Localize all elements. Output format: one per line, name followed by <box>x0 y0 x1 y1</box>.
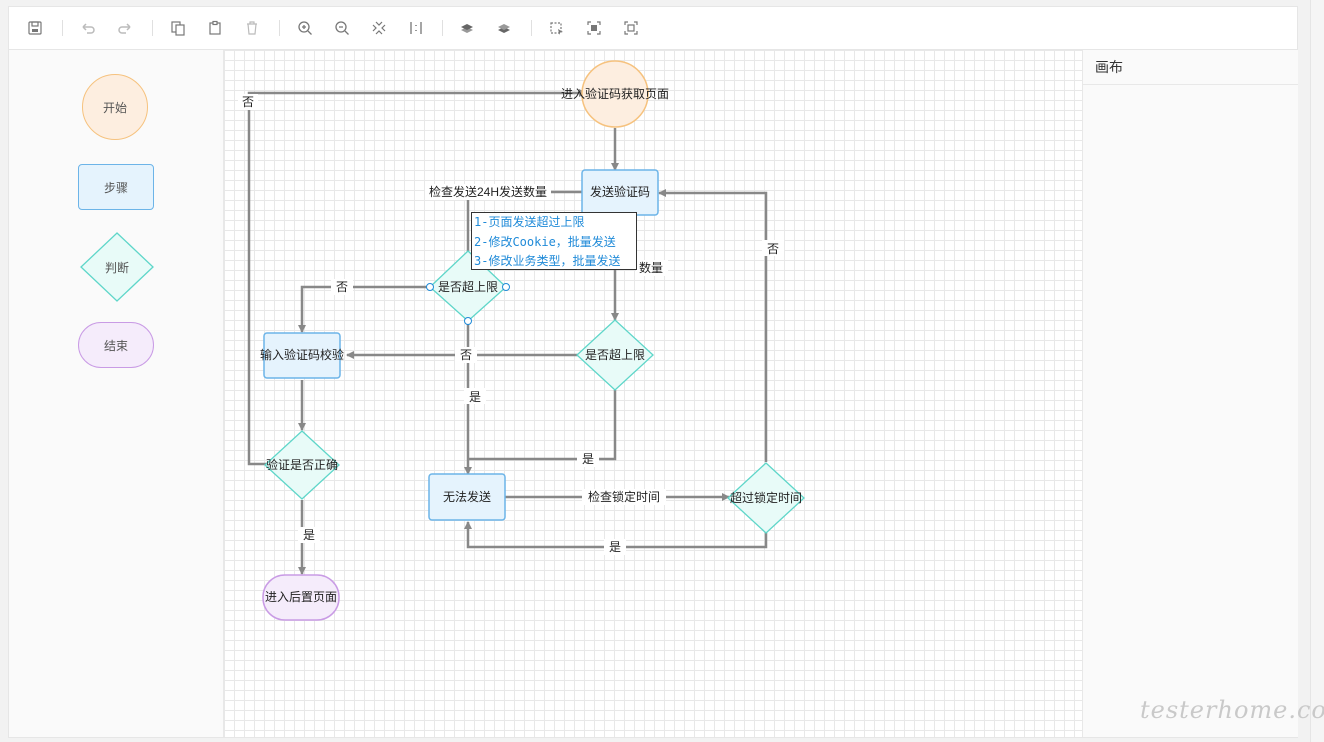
redo-icon[interactable] <box>115 18 135 38</box>
label-check-count-partial: 数量 <box>639 260 663 275</box>
node-verify-correct-label: 验证是否正确 <box>266 457 338 472</box>
node-over-limit-right[interactable]: 是否超上限 <box>576 319 654 391</box>
label-yes-bottom: 是 <box>609 540 621 554</box>
palette-start-label: 开始 <box>102 100 127 115</box>
palette-step-label: 步骤 <box>103 180 128 195</box>
fit-icon[interactable] <box>369 18 389 38</box>
node-verify-correct[interactable]: 验证是否正确 <box>264 430 340 500</box>
send-back-icon[interactable] <box>494 18 514 38</box>
save-icon[interactable] <box>25 18 45 38</box>
palette-start-node[interactable]: 开始 <box>82 74 148 140</box>
bring-front-icon[interactable] <box>457 18 477 38</box>
zoom-in-icon[interactable] <box>295 18 315 38</box>
undo-icon[interactable] <box>78 18 98 38</box>
label-no-left: 否 <box>336 280 348 294</box>
node-over-limit-left-label: 是否超上限 <box>438 279 498 294</box>
node-tooltip: 1-页面发送超过上限 2-修改Cookie，批量发送 3-修改业务类型，批量发送 <box>471 212 637 270</box>
node-past-lock[interactable]: 超过锁定时间 <box>727 462 805 534</box>
label-yes-right: 是 <box>582 452 594 466</box>
flow-canvas[interactable]: 进入验证码获取页面 发送验证码 是否超上限 是否超上限 输入验证码校验 <box>224 50 1082 737</box>
label-check-lock: 检查锁定时间 <box>588 489 660 504</box>
palette-end-label: 结束 <box>103 338 128 353</box>
multi-select-icon[interactable] <box>547 18 567 38</box>
edge-no-right[interactable] <box>658 189 768 462</box>
node-over-limit-left[interactable]: 是否超上限 <box>426 250 510 325</box>
node-input-verify[interactable]: 输入验证码校验 <box>260 332 344 379</box>
copy-icon[interactable] <box>168 18 188 38</box>
zoom-out-icon[interactable] <box>332 18 352 38</box>
label-yes-middle: 是 <box>469 390 481 404</box>
node-input-verify-label: 输入验证码校验 <box>260 347 344 362</box>
delete-icon[interactable] <box>242 18 262 38</box>
node-send-code-label: 发送验证码 <box>590 184 650 199</box>
add-group-icon[interactable] <box>584 18 604 38</box>
label-no-middle: 否 <box>460 348 472 362</box>
tooltip-line-1: 1-页面发送超过上限 <box>474 215 585 229</box>
palette-decision-label: 判断 <box>104 260 129 275</box>
node-enter-page[interactable]: 进入验证码获取页面 <box>561 60 669 128</box>
node-send-code[interactable]: 发送验证码 <box>581 169 659 216</box>
properties-panel: 画布 <box>1082 50 1298 737</box>
tooltip-line-2: 2-修改Cookie，批量发送 <box>474 234 616 249</box>
properties-title: 画布 <box>1083 50 1298 85</box>
node-over-limit-right-label: 是否超上限 <box>585 347 645 362</box>
node-enter-next-label: 进入后置页面 <box>265 590 337 604</box>
paste-icon[interactable] <box>205 18 225 38</box>
palette-end-node[interactable]: 结束 <box>78 322 154 368</box>
edge-no-top[interactable] <box>247 89 587 466</box>
node-enter-next[interactable]: 进入后置页面 <box>262 574 340 621</box>
node-enter-page-label: 进入验证码获取页面 <box>561 86 669 101</box>
page-scrollbar[interactable] <box>1310 0 1324 742</box>
ungroup-icon[interactable] <box>621 18 641 38</box>
palette-decision-node[interactable]: 判断 <box>79 232 155 302</box>
palette-step-node[interactable]: 步骤 <box>78 164 154 210</box>
tooltip-line-3: 3-修改业务类型，批量发送 <box>474 254 621 268</box>
label-no-top: 否 <box>242 95 254 109</box>
node-cannot-send[interactable]: 无法发送 <box>428 473 506 521</box>
label-no-right: 否 <box>767 242 779 256</box>
node-cannot-send-label: 无法发送 <box>443 489 491 504</box>
node-palette: 开始 步骤 判断 结束 <box>9 50 224 737</box>
flow-editor-app: 开始 步骤 判断 结束 <box>8 6 1298 738</box>
label-check-24h: 检查发送24H发送数量 <box>429 184 547 199</box>
edge-yes-right[interactable] <box>468 390 617 461</box>
toolbar <box>9 7 1297 50</box>
watermark: testerhome.com <box>1140 696 1324 724</box>
actual-size-icon[interactable] <box>406 18 426 38</box>
node-past-lock-label: 超过锁定时间 <box>730 490 802 505</box>
label-yes-verify: 是 <box>303 528 315 542</box>
edge-no-left[interactable] <box>298 285 429 333</box>
